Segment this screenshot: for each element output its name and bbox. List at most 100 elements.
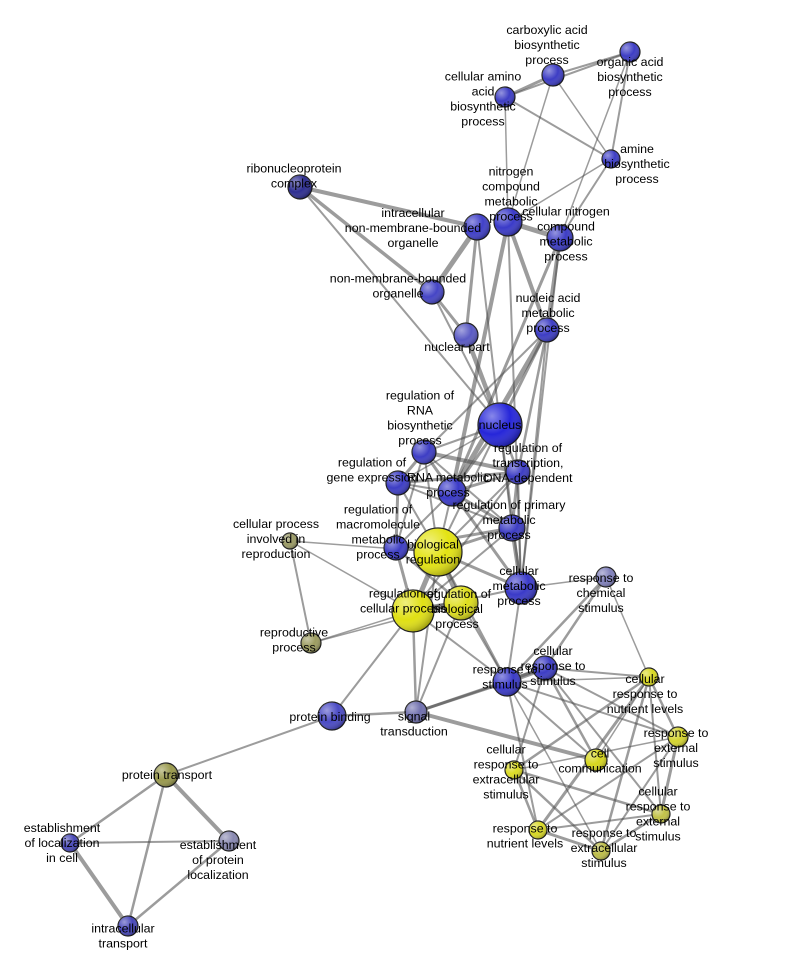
edge-biological_regulation--signal_transduction	[415, 551, 439, 713]
edge-cell_amino--amine	[504, 96, 612, 160]
edge-ribonucleo--nucleus	[299, 186, 501, 426]
edge-protein_binding--protein_transport	[165, 715, 333, 776]
edge-est_protein_local--intracell_transport	[126, 839, 231, 928]
edge-resp_external--cell_resp_external	[659, 735, 680, 816]
edge-reg_biological--repro_process	[310, 602, 462, 644]
edge-protein_transport--intracell_transport	[126, 773, 168, 928]
edge-amine--cellular_nitrogen	[559, 158, 612, 239]
edge-reg_rna_biosynth--reg_primary	[423, 451, 513, 529]
edge-cellular_resp_stim--cell_resp_nutrient	[544, 667, 650, 678]
edge-cell_comm--cell_resp_nutrient	[595, 676, 650, 761]
edge-resp_nutrient--cell_resp_external	[537, 813, 662, 831]
node-layer	[60, 41, 689, 937]
node-circle-carboxylic[interactable]	[541, 63, 565, 87]
edge-resp_stimulus--resp_external	[506, 681, 679, 738]
edge-cell_resp_nutrient--cell_resp_external	[648, 676, 662, 815]
edge-reg_gene_expr--reg_transcription	[396, 470, 520, 485]
edge-est_local_cell--est_protein_local	[69, 840, 230, 844]
node-label-nuclear_part: nuclear part	[424, 340, 490, 354]
edge-nmb_organelle--nucleus	[431, 291, 501, 426]
edge-nucleic_acid--cellular_metabolic	[520, 329, 548, 589]
edge-cellular_resp_stim--cell_resp_extracell	[513, 667, 546, 771]
edge-reg_rna_biosynth--reg_macromolecule	[395, 451, 425, 549]
edge-resp_chemical--resp_stimulus	[505, 575, 608, 684]
edge-resp_stimulus--resp_extracell	[506, 681, 602, 852]
edge-cell_resp_extracell--cell_resp_external	[512, 768, 663, 816]
node-label-protein_binding: protein binding	[289, 710, 370, 724]
edge-nucleic_acid--reg_transcription	[516, 328, 549, 474]
edge-resp_external--resp_extracell	[600, 736, 679, 852]
edge-resp_stimulus--cell_comm	[506, 681, 597, 761]
edge-nitrogen--nucleic_acid	[506, 220, 549, 332]
edge-cell_resp_nutrient--cell_resp_extracell	[512, 675, 651, 772]
edge-biological_regulation--cell_proc_repro	[289, 540, 439, 553]
edge-organic--cell_amino	[504, 51, 631, 98]
edge-resp_stimulus--resp_nutrient	[506, 681, 539, 831]
edge-ribonucleo--intracellular_nmb	[298, 185, 479, 229]
node-label-nucleus: nucleus	[479, 418, 522, 432]
edge-resp_extracell--cell_resp_external	[599, 812, 663, 853]
edge-organic--amine	[610, 51, 631, 160]
edge-cellular_nitrogen--rna_metabolic	[450, 236, 562, 494]
edge-resp_stimulus--signal_transduction	[414, 680, 509, 714]
edge-protein_transport--est_local_cell	[68, 773, 168, 845]
edge-amine--nitrogen	[507, 158, 612, 223]
edge-intracellular_nmb--nucleus	[476, 226, 501, 426]
edge-cell_resp_extracell--resp_extracell	[512, 768, 603, 853]
edge-signal_transduction--cell_comm	[414, 710, 598, 762]
edge-cell_amino--nitrogen	[504, 96, 509, 223]
edge-est_local_cell--intracell_transport	[68, 841, 130, 928]
edge-reg_rna_biosynth--reg_transcription	[422, 450, 520, 474]
edge-cell_proc_repro--repro_process	[289, 540, 312, 644]
edge-cellular_resp_stim--cell_comm	[543, 666, 598, 762]
edge-carboxylic--amine	[552, 74, 612, 160]
edge-intracellular_nmb--nuclear_part	[464, 225, 479, 337]
edge-reg_biological--signal_transduction	[415, 602, 462, 713]
edge-organic--cellular_nitrogen	[559, 51, 631, 239]
edge-ribonucleo--nmb_organelle	[298, 185, 434, 294]
edge-cell_resp_nutrient--resp_extracell	[599, 675, 651, 853]
node-carboxylic[interactable]	[541, 63, 565, 87]
edge-cell_resp_extracell--resp_nutrient	[512, 768, 540, 832]
edge-resp_chemical--cellular_resp_stim	[543, 575, 608, 670]
edge-resp_nutrient--resp_extracell	[536, 828, 603, 853]
edge-resp_stimulus--cell_resp_nutrient	[506, 676, 650, 683]
